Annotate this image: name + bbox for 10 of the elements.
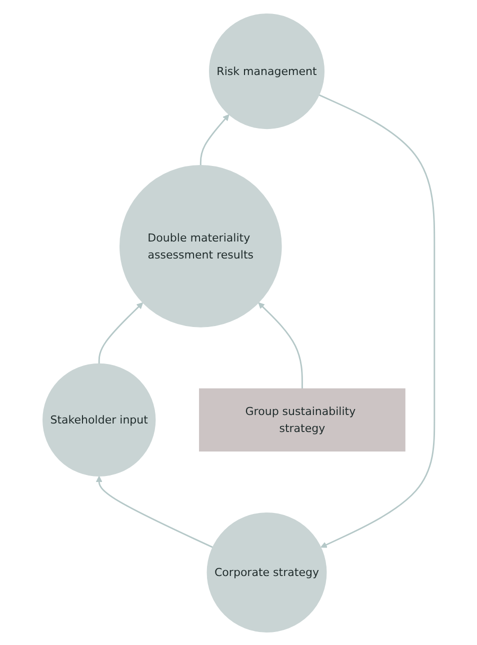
circle-node: Corporate strategy bbox=[206, 512, 327, 632]
circle-node: Double materiality assessment results bbox=[119, 164, 282, 327]
circle-node: Risk management bbox=[208, 13, 324, 129]
arrow bbox=[98, 302, 143, 364]
circle-node: Stakeholder input bbox=[42, 362, 156, 476]
arrow bbox=[318, 94, 435, 548]
arrow bbox=[258, 302, 303, 388]
arrow bbox=[96, 475, 213, 548]
arrow bbox=[200, 114, 230, 165]
strategy-box: Group sustainability strategy bbox=[198, 388, 406, 452]
